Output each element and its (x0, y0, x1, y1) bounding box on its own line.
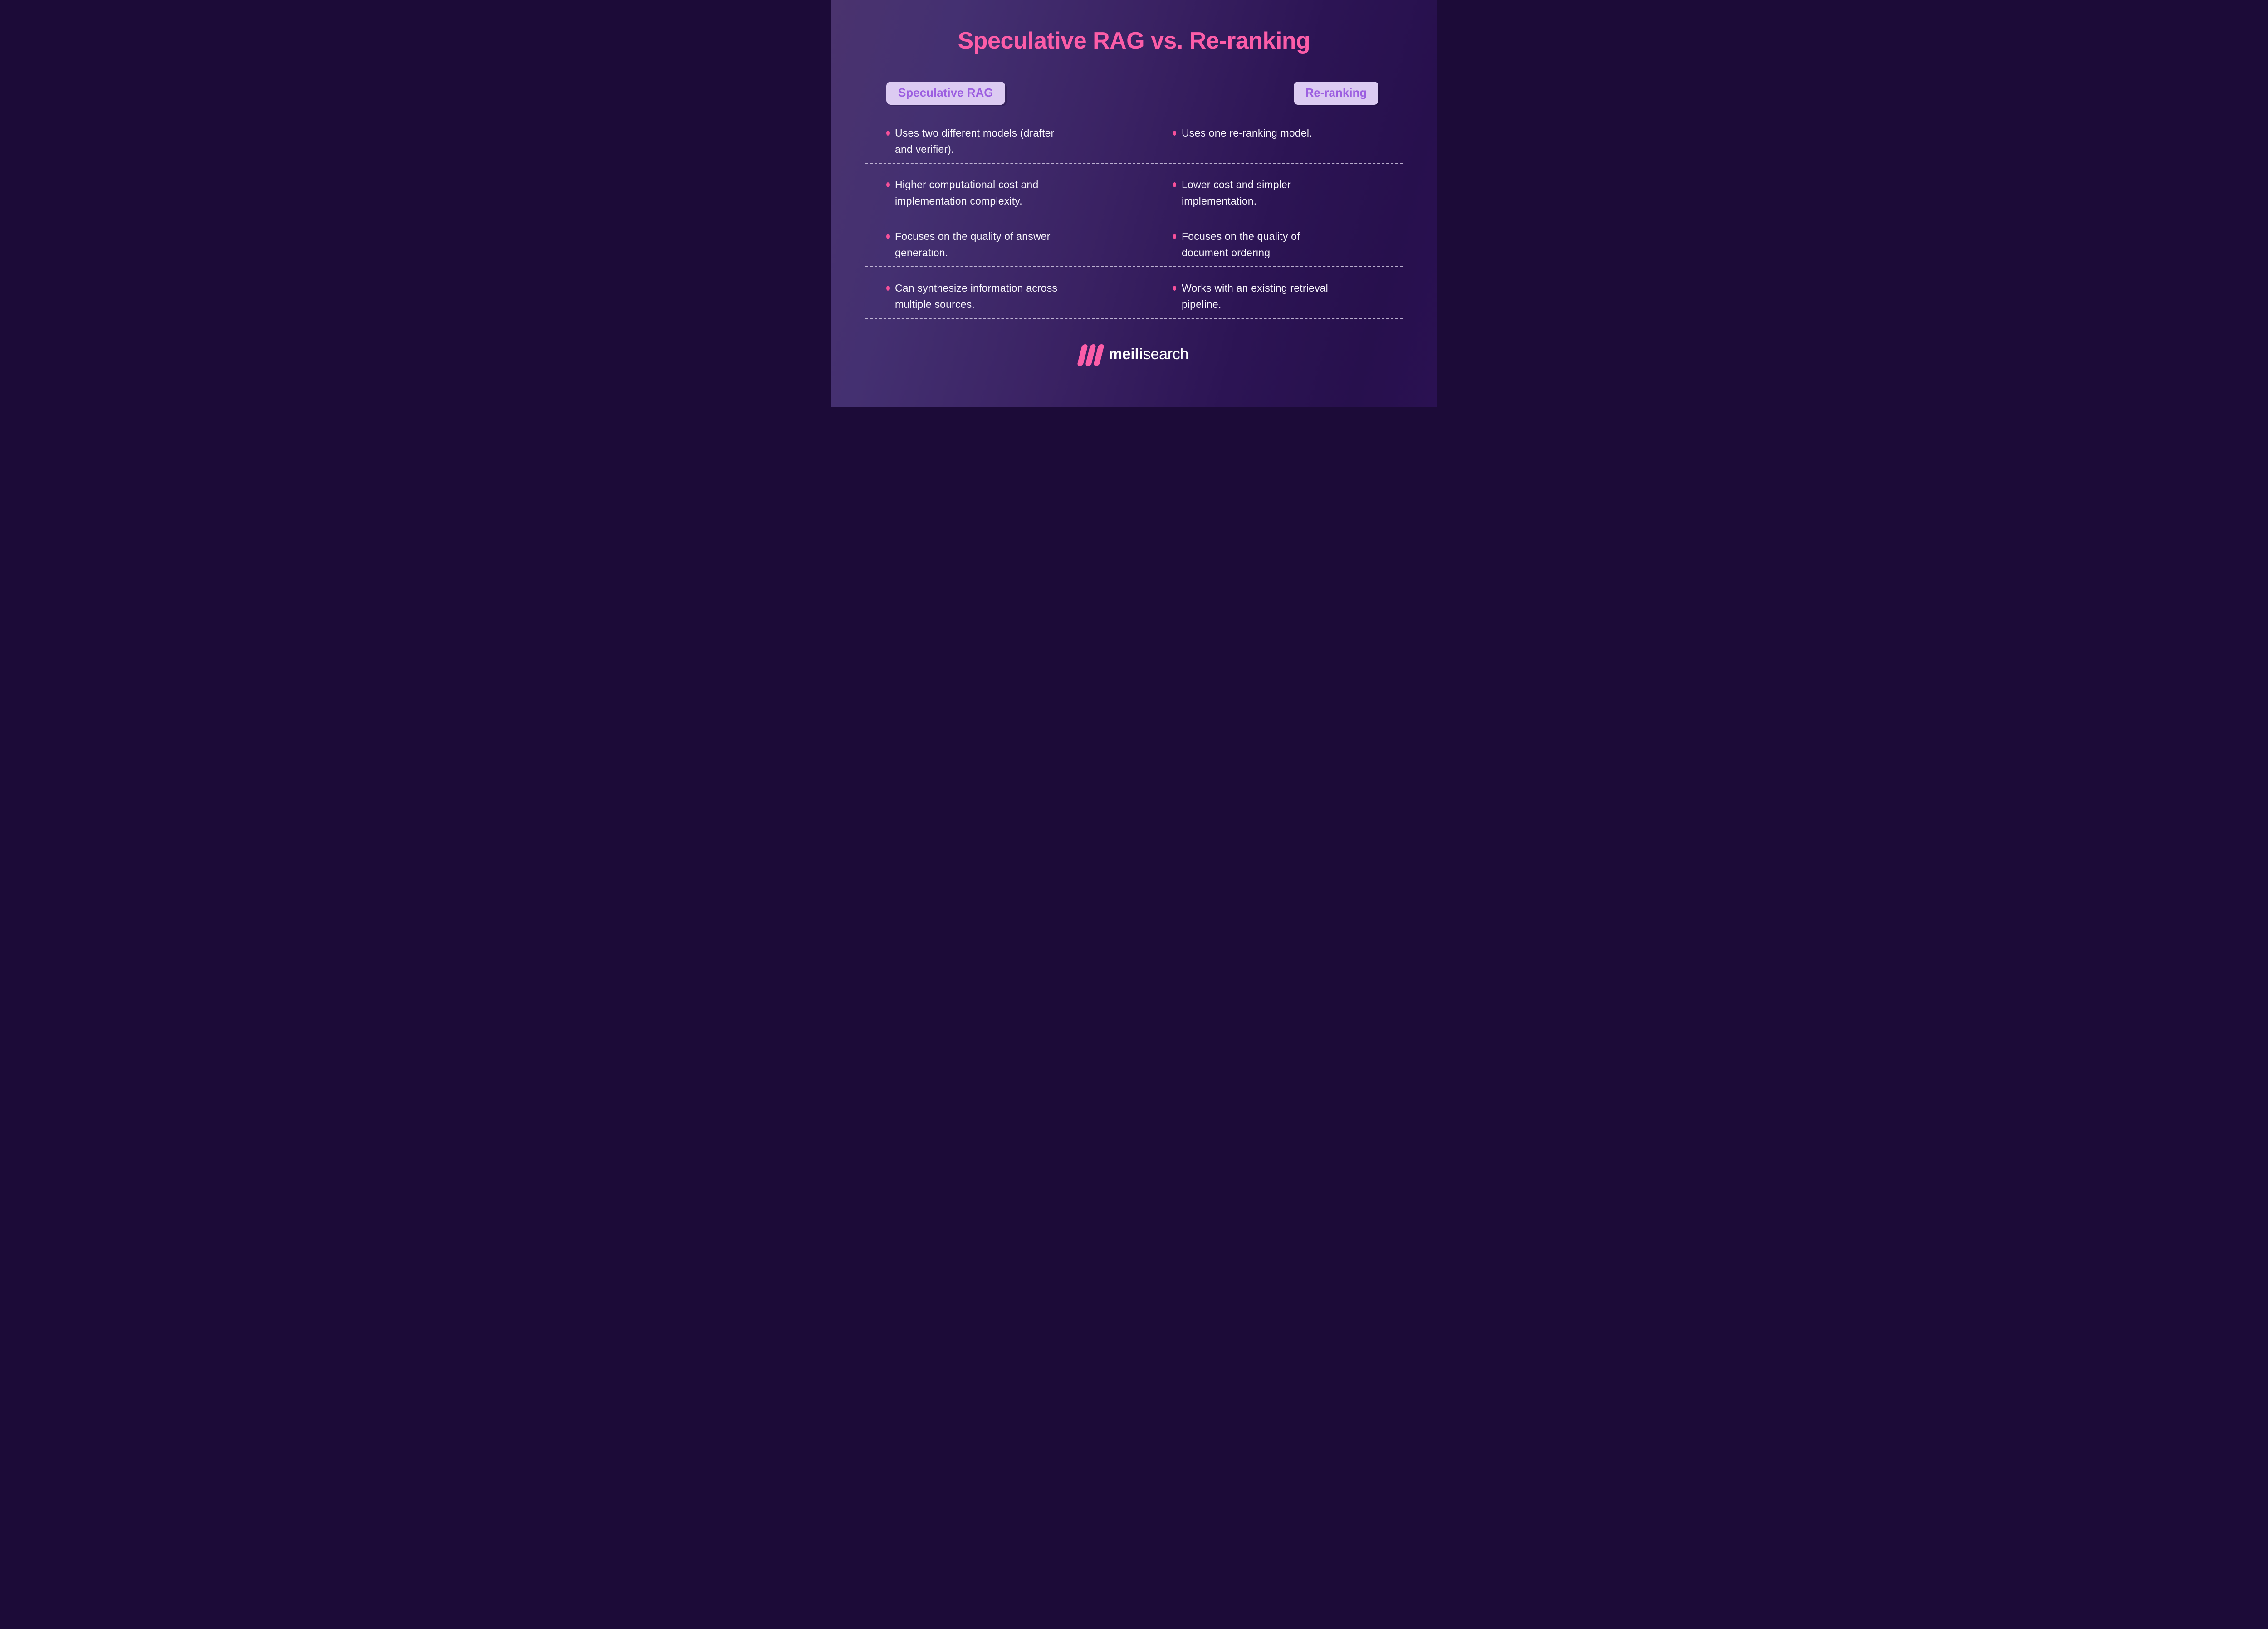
list-item: Focuses on the quality of document order… (1173, 228, 1373, 261)
list-item-text: Uses two different models (drafter and v… (895, 127, 1055, 155)
list-item: Focuses on the quality of answer generat… (886, 228, 1119, 261)
logo-text-regular: search (1143, 346, 1189, 363)
badges-row: Speculative RAG Re-ranking (831, 82, 1437, 105)
list-item: Works with an existing retrieval pipelin… (1173, 280, 1373, 312)
list-item: Uses one re-ranking model. (1173, 125, 1373, 141)
list-item-text: Lower cost and simpler implementation. (1182, 179, 1291, 207)
list-item: Uses two different models (drafter and v… (886, 125, 1119, 157)
bullet-dot-icon (1173, 286, 1176, 291)
comparison-row-2: Higher computational cost and implementa… (831, 176, 1437, 209)
badge-speculative-rag-label: Speculative RAG (898, 86, 993, 99)
row-divider (865, 163, 1403, 164)
row-divider (865, 318, 1403, 319)
meilisearch-stripes-icon (1076, 344, 1105, 366)
badge-speculative-rag: Speculative RAG (886, 82, 1005, 105)
list-item: Lower cost and simpler implementation. (1173, 176, 1373, 209)
list-item-text: Focuses on the quality of document order… (1182, 230, 1300, 258)
comparison-row-1: Uses two different models (drafter and v… (831, 125, 1437, 157)
list-item-text: Higher computational cost and implementa… (895, 179, 1039, 207)
infographic-canvas: Speculative RAG vs. Re-ranking Speculati… (831, 0, 1437, 407)
row-divider (865, 266, 1403, 267)
badge-re-ranking-label: Re-ranking (1305, 86, 1367, 99)
bullet-dot-icon (886, 234, 890, 239)
list-item-text: Focuses on the quality of answer generat… (895, 230, 1051, 258)
bullet-dot-icon (1173, 182, 1176, 187)
bullet-dot-icon (886, 131, 890, 136)
bullet-dot-icon (1173, 234, 1176, 239)
list-item: Higher computational cost and implementa… (886, 176, 1119, 209)
comparison-row-4: Can synthesize information across multip… (831, 280, 1437, 312)
badge-spacer (1005, 82, 1294, 105)
list-item: Can synthesize information across multip… (886, 280, 1119, 312)
list-item-text: Can synthesize information across multip… (895, 282, 1058, 310)
bullet-dot-icon (1173, 131, 1176, 136)
bullet-dot-icon (886, 286, 890, 291)
logo-text-bold: meili (1108, 346, 1143, 363)
list-item-text: Works with an existing retrieval pipelin… (1182, 282, 1328, 310)
logo-wordmark: meilisearch (1108, 346, 1189, 364)
comparison-rows: Uses two different models (drafter and v… (831, 125, 1437, 319)
badge-re-ranking: Re-ranking (1293, 82, 1379, 105)
page-title: Speculative RAG vs. Re-ranking (958, 28, 1310, 54)
comparison-row-3: Focuses on the quality of answer generat… (831, 228, 1437, 261)
bullet-dot-icon (886, 182, 890, 187)
list-item-text: Uses one re-ranking model. (1182, 127, 1312, 139)
footer-logo: meilisearch (831, 344, 1437, 366)
